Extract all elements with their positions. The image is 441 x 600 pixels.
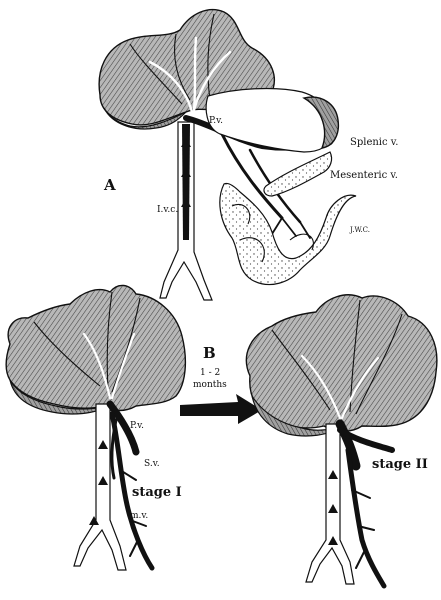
vessels-stage-1 <box>73 400 155 571</box>
panel-a-letter: A <box>103 176 116 194</box>
panel-b: B 1 - 2 months P.v. S.v. stage I m.v. st… <box>5 284 438 589</box>
ivc-a <box>159 121 213 301</box>
duration-label-line2: months <box>193 380 227 390</box>
pancreas-a <box>263 151 333 197</box>
splenic-v-label: Splenic v. <box>350 137 398 148</box>
intestines-a <box>219 182 357 285</box>
sv-label-stage-1: S.v. <box>144 459 160 469</box>
mesenteric-v-label: Mesenteric v. <box>330 170 398 181</box>
panel-a: A P.v. Splenic v. Mesenteric v. I.v.c. J… <box>98 8 398 301</box>
vessels-stage-2 <box>305 419 395 589</box>
liver-stage-1 <box>5 284 187 415</box>
progression-arrow <box>180 394 262 424</box>
pv-label-a: P.v. <box>209 116 223 126</box>
duration-label-line1: 1 - 2 <box>200 368 220 378</box>
mv-label-stage-1: m.v. <box>130 511 148 521</box>
stage-2-label: stage II <box>372 457 428 472</box>
stomach-a <box>205 87 340 153</box>
ivc-label: I.v.c. <box>157 205 178 215</box>
liver-stage-2 <box>245 294 438 437</box>
pv-label-stage-1: P.v. <box>130 421 144 431</box>
stage-1-label: stage I <box>132 485 182 500</box>
signature: J.W.C. <box>349 226 370 234</box>
panel-b-letter: B <box>203 344 216 362</box>
